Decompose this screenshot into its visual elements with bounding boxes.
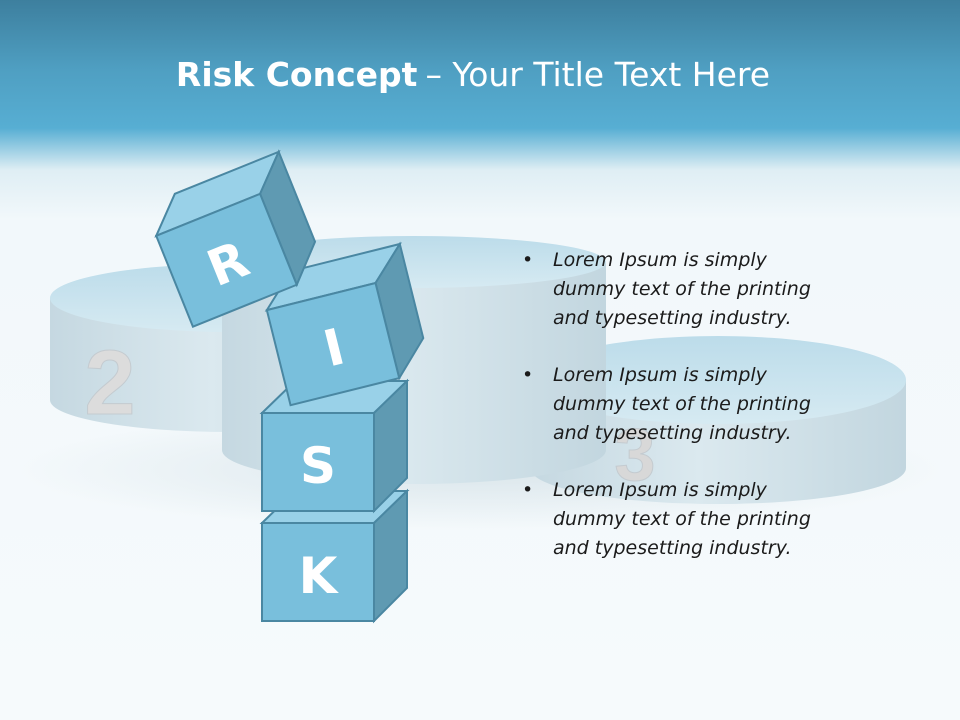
bullet-dot: •	[522, 249, 534, 271]
bullet-item: • Lorem Ipsum is simply dummy text of the…	[520, 361, 840, 448]
bullet-list: • Lorem Ipsum is simply dummy text of the…	[520, 246, 840, 591]
slide-title: Risk Concept– Your Title Text Here	[0, 52, 946, 98]
bullet-dot: •	[522, 364, 534, 386]
bullet-text: Lorem Ipsum is simply dummy text of the …	[553, 249, 811, 329]
bullet-dot: •	[522, 479, 534, 501]
podium-place-3: 3	[530, 336, 906, 504]
block-i: I	[264, 241, 425, 407]
block-r: R	[154, 149, 317, 329]
block-s-letter: S	[300, 437, 336, 495]
bullet-item: • Lorem Ipsum is simply dummy text of the…	[520, 476, 840, 563]
bullet-text: Lorem Ipsum is simply dummy text of the …	[553, 479, 811, 559]
block-s: S	[259, 378, 410, 514]
place-2-number: 2	[84, 332, 135, 434]
bullet-item: • Lorem Ipsum is simply dummy text of the…	[520, 246, 840, 333]
place-3-number: 3	[614, 413, 655, 496]
title-bold: Risk Concept	[175, 55, 418, 94]
title-rest: – Your Title Text Here	[425, 55, 771, 94]
block-k-letter: K	[299, 547, 340, 605]
bullet-text: Lorem Ipsum is simply dummy text of the …	[553, 364, 811, 444]
